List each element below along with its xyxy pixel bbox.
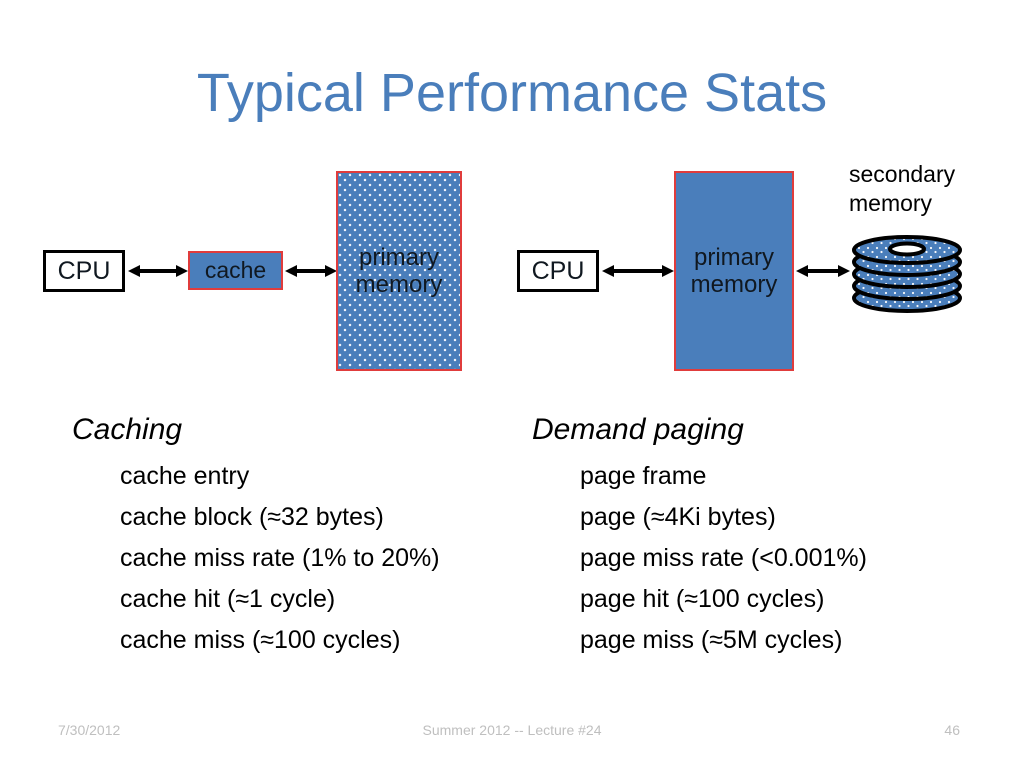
paging-primary-memory-box: primary memory — [674, 171, 794, 371]
column-caching-list: cache entry cache block (≈32 bytes) cach… — [72, 456, 542, 661]
list-item: page frame — [580, 462, 707, 490]
arrow-cache-to-primary-memory — [285, 261, 337, 281]
caching-primary-memory-box: primary memory — [336, 171, 462, 371]
list-item: page miss rate (<0.001%) — [580, 544, 867, 572]
slide-footer: 7/30/2012 Summer 2012 -- Lecture #24 46 — [0, 718, 1024, 742]
paging-cpu-box: CPU — [517, 250, 599, 292]
paging-cpu-label: CPU — [531, 256, 585, 285]
paging-primary-memory-line2: memory — [690, 271, 778, 298]
caching-cpu-label: CPU — [57, 256, 111, 285]
caching-cache-box: cache — [188, 251, 283, 290]
secondary-memory-caption: secondary memory — [849, 160, 955, 218]
caching-primary-memory-label: primary memory — [356, 244, 443, 298]
list-item: cache block (≈32 bytes) — [120, 503, 384, 531]
arrow-cpu-to-cache — [128, 261, 188, 281]
list-item: page hit (≈100 cycles) — [580, 585, 825, 613]
page-title: Typical Performance Stats — [196, 63, 828, 123]
column-demand-paging-list: page frame page (≈4Ki bytes) page miss r… — [532, 456, 1002, 661]
list-item: cache miss rate (1% to 20%) — [120, 544, 440, 572]
list-item: page (≈4Ki bytes) — [580, 503, 776, 531]
caching-primary-memory-line1: primary — [358, 244, 439, 271]
disk-stack-icon — [848, 228, 966, 314]
paging-primary-memory-line1: primary — [693, 244, 774, 271]
column-demand-paging-heading: Demand paging — [532, 413, 744, 446]
caching-cache-label: cache — [204, 257, 267, 283]
footer-course-label: Summer 2012 -- Lecture #24 — [422, 722, 602, 738]
column-caching: Caching cache entry cache block (≈32 byt… — [72, 412, 542, 661]
list-item: cache entry — [120, 462, 250, 490]
caching-cpu-box: CPU — [43, 250, 125, 292]
footer-date: 7/30/2012 — [58, 722, 121, 738]
column-demand-paging: Demand paging page frame page (≈4Ki byte… — [532, 412, 1002, 661]
arrow-primary-memory-to-disk — [796, 261, 850, 281]
list-item: page miss (≈5M cycles) — [580, 626, 843, 654]
list-item: cache hit (≈1 cycle) — [120, 585, 336, 613]
secondary-memory-line1: secondary — [849, 161, 956, 187]
arrow-cpu-to-primary-memory — [602, 261, 674, 281]
secondary-memory-line2: memory — [849, 190, 933, 216]
column-caching-heading: Caching — [72, 413, 183, 446]
list-item: cache miss (≈100 cycles) — [120, 626, 401, 654]
caching-primary-memory-line2: memory — [355, 271, 443, 298]
footer-page-number: 46 — [944, 722, 960, 738]
paging-primary-memory-label: primary memory — [691, 244, 778, 298]
